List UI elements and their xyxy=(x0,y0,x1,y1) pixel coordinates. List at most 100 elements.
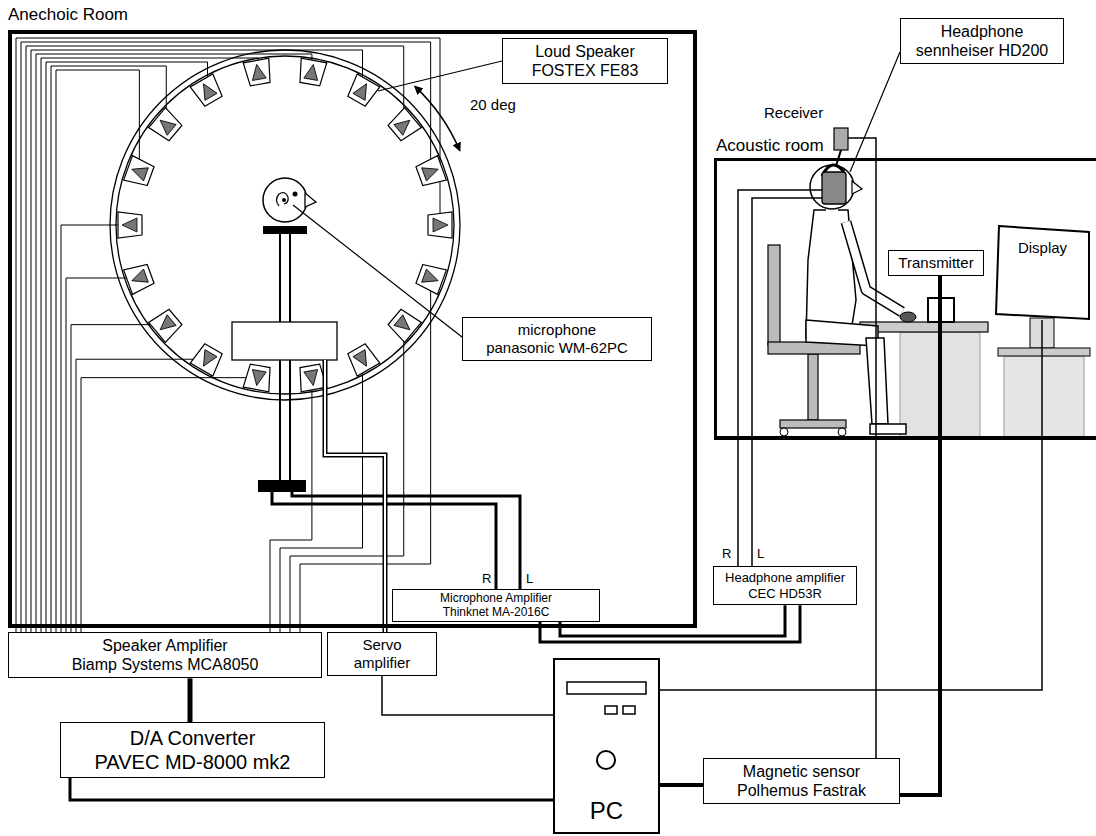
speaker-ring xyxy=(116,56,454,394)
speaker-wire xyxy=(66,278,139,632)
speaker-body xyxy=(243,58,273,86)
room-heading: Acoustic room xyxy=(716,136,824,156)
node-label: FOSTEX FE83 xyxy=(510,61,660,80)
node-label: PC xyxy=(590,797,623,826)
microphone-point xyxy=(282,198,286,202)
speaker-body xyxy=(415,262,446,295)
speaker-wire xyxy=(26,46,404,632)
speaker-symbol xyxy=(124,262,155,295)
drive-slot xyxy=(567,682,646,694)
speaker-symbol xyxy=(345,74,380,108)
speaker-wire xyxy=(16,38,440,632)
speaker-cone xyxy=(353,350,373,370)
room-heading: Anechoic Room xyxy=(8,5,128,25)
chair-wheel xyxy=(780,428,788,436)
display-monitor: Display xyxy=(995,225,1090,320)
pc-button xyxy=(605,706,617,714)
speaker-cone xyxy=(122,218,137,232)
speaker-cone xyxy=(250,370,266,387)
person-head xyxy=(810,165,854,209)
speaker-wire xyxy=(56,70,139,632)
speaker-symbol xyxy=(190,342,225,376)
head-ear xyxy=(277,193,289,206)
node-label: Magnetic sensor xyxy=(711,762,892,781)
speaker-body xyxy=(190,342,225,376)
speaker-symbol xyxy=(149,108,184,143)
pc-button xyxy=(623,706,635,714)
angle-arrow xyxy=(415,86,460,151)
node-label: CEC HD53R xyxy=(721,586,849,602)
chair-base xyxy=(780,420,846,428)
leader-line xyxy=(293,205,462,337)
node-label: Headphone amplifier xyxy=(721,570,849,586)
servo-cable-core xyxy=(325,360,385,632)
speaker-cone xyxy=(394,115,414,135)
speaker-wire xyxy=(76,359,208,632)
node-label: Display xyxy=(995,239,1090,257)
speaker-symbol xyxy=(118,212,142,238)
speaker-symbol xyxy=(297,364,327,392)
speaker-symbol xyxy=(345,342,380,376)
leader-line xyxy=(850,52,900,172)
headphone-wire xyxy=(752,198,822,566)
speaker-wire xyxy=(31,50,363,632)
person-shin xyxy=(866,338,888,424)
power-button xyxy=(597,751,615,769)
transmitter-label: Transmitter xyxy=(888,250,984,276)
chair-wheel xyxy=(838,428,846,436)
speaker-symbol xyxy=(243,364,273,392)
callout-box: microphonepanasonic WM-62PC xyxy=(462,317,652,361)
sensor-box: Magnetic sensorPolhemus Fastrak xyxy=(703,758,900,804)
speaker-body xyxy=(118,212,142,238)
speaker-body xyxy=(386,108,421,143)
head-nose xyxy=(305,193,316,207)
speaker-wire xyxy=(46,62,208,632)
monitor-table-body xyxy=(1004,356,1084,437)
acoustic-room: TransmitterDisplayAcoustic room xyxy=(714,158,1096,440)
node-label: sennheiser HD200 xyxy=(908,41,1056,60)
speaker-symbol xyxy=(415,262,446,295)
speaker-symbol xyxy=(297,58,327,86)
speaker-wire xyxy=(51,66,166,632)
node-label: microphone xyxy=(470,321,644,339)
wire-connector xyxy=(660,783,703,787)
speaker-array xyxy=(118,58,452,391)
speaker-body xyxy=(345,342,380,376)
speaker-cone xyxy=(129,269,148,287)
speaker-cone xyxy=(353,80,373,100)
channel-label: L xyxy=(526,571,533,587)
converter-box: D/A ConverterPAVEC MD-8000 mk2 xyxy=(60,722,325,778)
amplifier-box: Speaker AmplifierBiamp Systems MCA8050 xyxy=(8,632,322,678)
speaker-ring xyxy=(110,50,460,400)
speaker-cone xyxy=(304,63,320,80)
node-label: Servo amplifier xyxy=(335,636,429,672)
node-label: Thinknet MA-2016C xyxy=(399,605,593,619)
callout-box: Headphonesennheiser HD200 xyxy=(900,18,1064,64)
speaker-symbol xyxy=(243,58,273,86)
speaker-cone xyxy=(156,315,176,335)
servo-cable xyxy=(325,360,385,632)
node-label: Transmitter xyxy=(896,254,976,272)
speaker-body xyxy=(297,58,327,86)
node-label: Speaker Amplifier xyxy=(16,636,314,655)
speaker-symbol xyxy=(386,108,421,143)
speaker-body xyxy=(297,364,327,392)
speaker-cone xyxy=(422,163,441,181)
annotation-label: 20 deg xyxy=(470,96,516,114)
speaker-cone xyxy=(156,115,176,135)
headphone-wire xyxy=(738,190,822,566)
speaker-body xyxy=(190,74,225,108)
wire-connector xyxy=(660,320,1042,690)
speaker-cone xyxy=(197,350,217,370)
callout-box: Loud SpeakerFOSTEX FE83 xyxy=(502,38,668,84)
speaker-body xyxy=(345,74,380,108)
channel-label: R xyxy=(722,546,731,562)
dummy-head xyxy=(263,178,307,222)
speaker-cone xyxy=(422,269,441,287)
speaker-wire xyxy=(290,325,404,632)
pc-tower: PC xyxy=(553,658,660,834)
microphone-wire xyxy=(292,492,520,589)
